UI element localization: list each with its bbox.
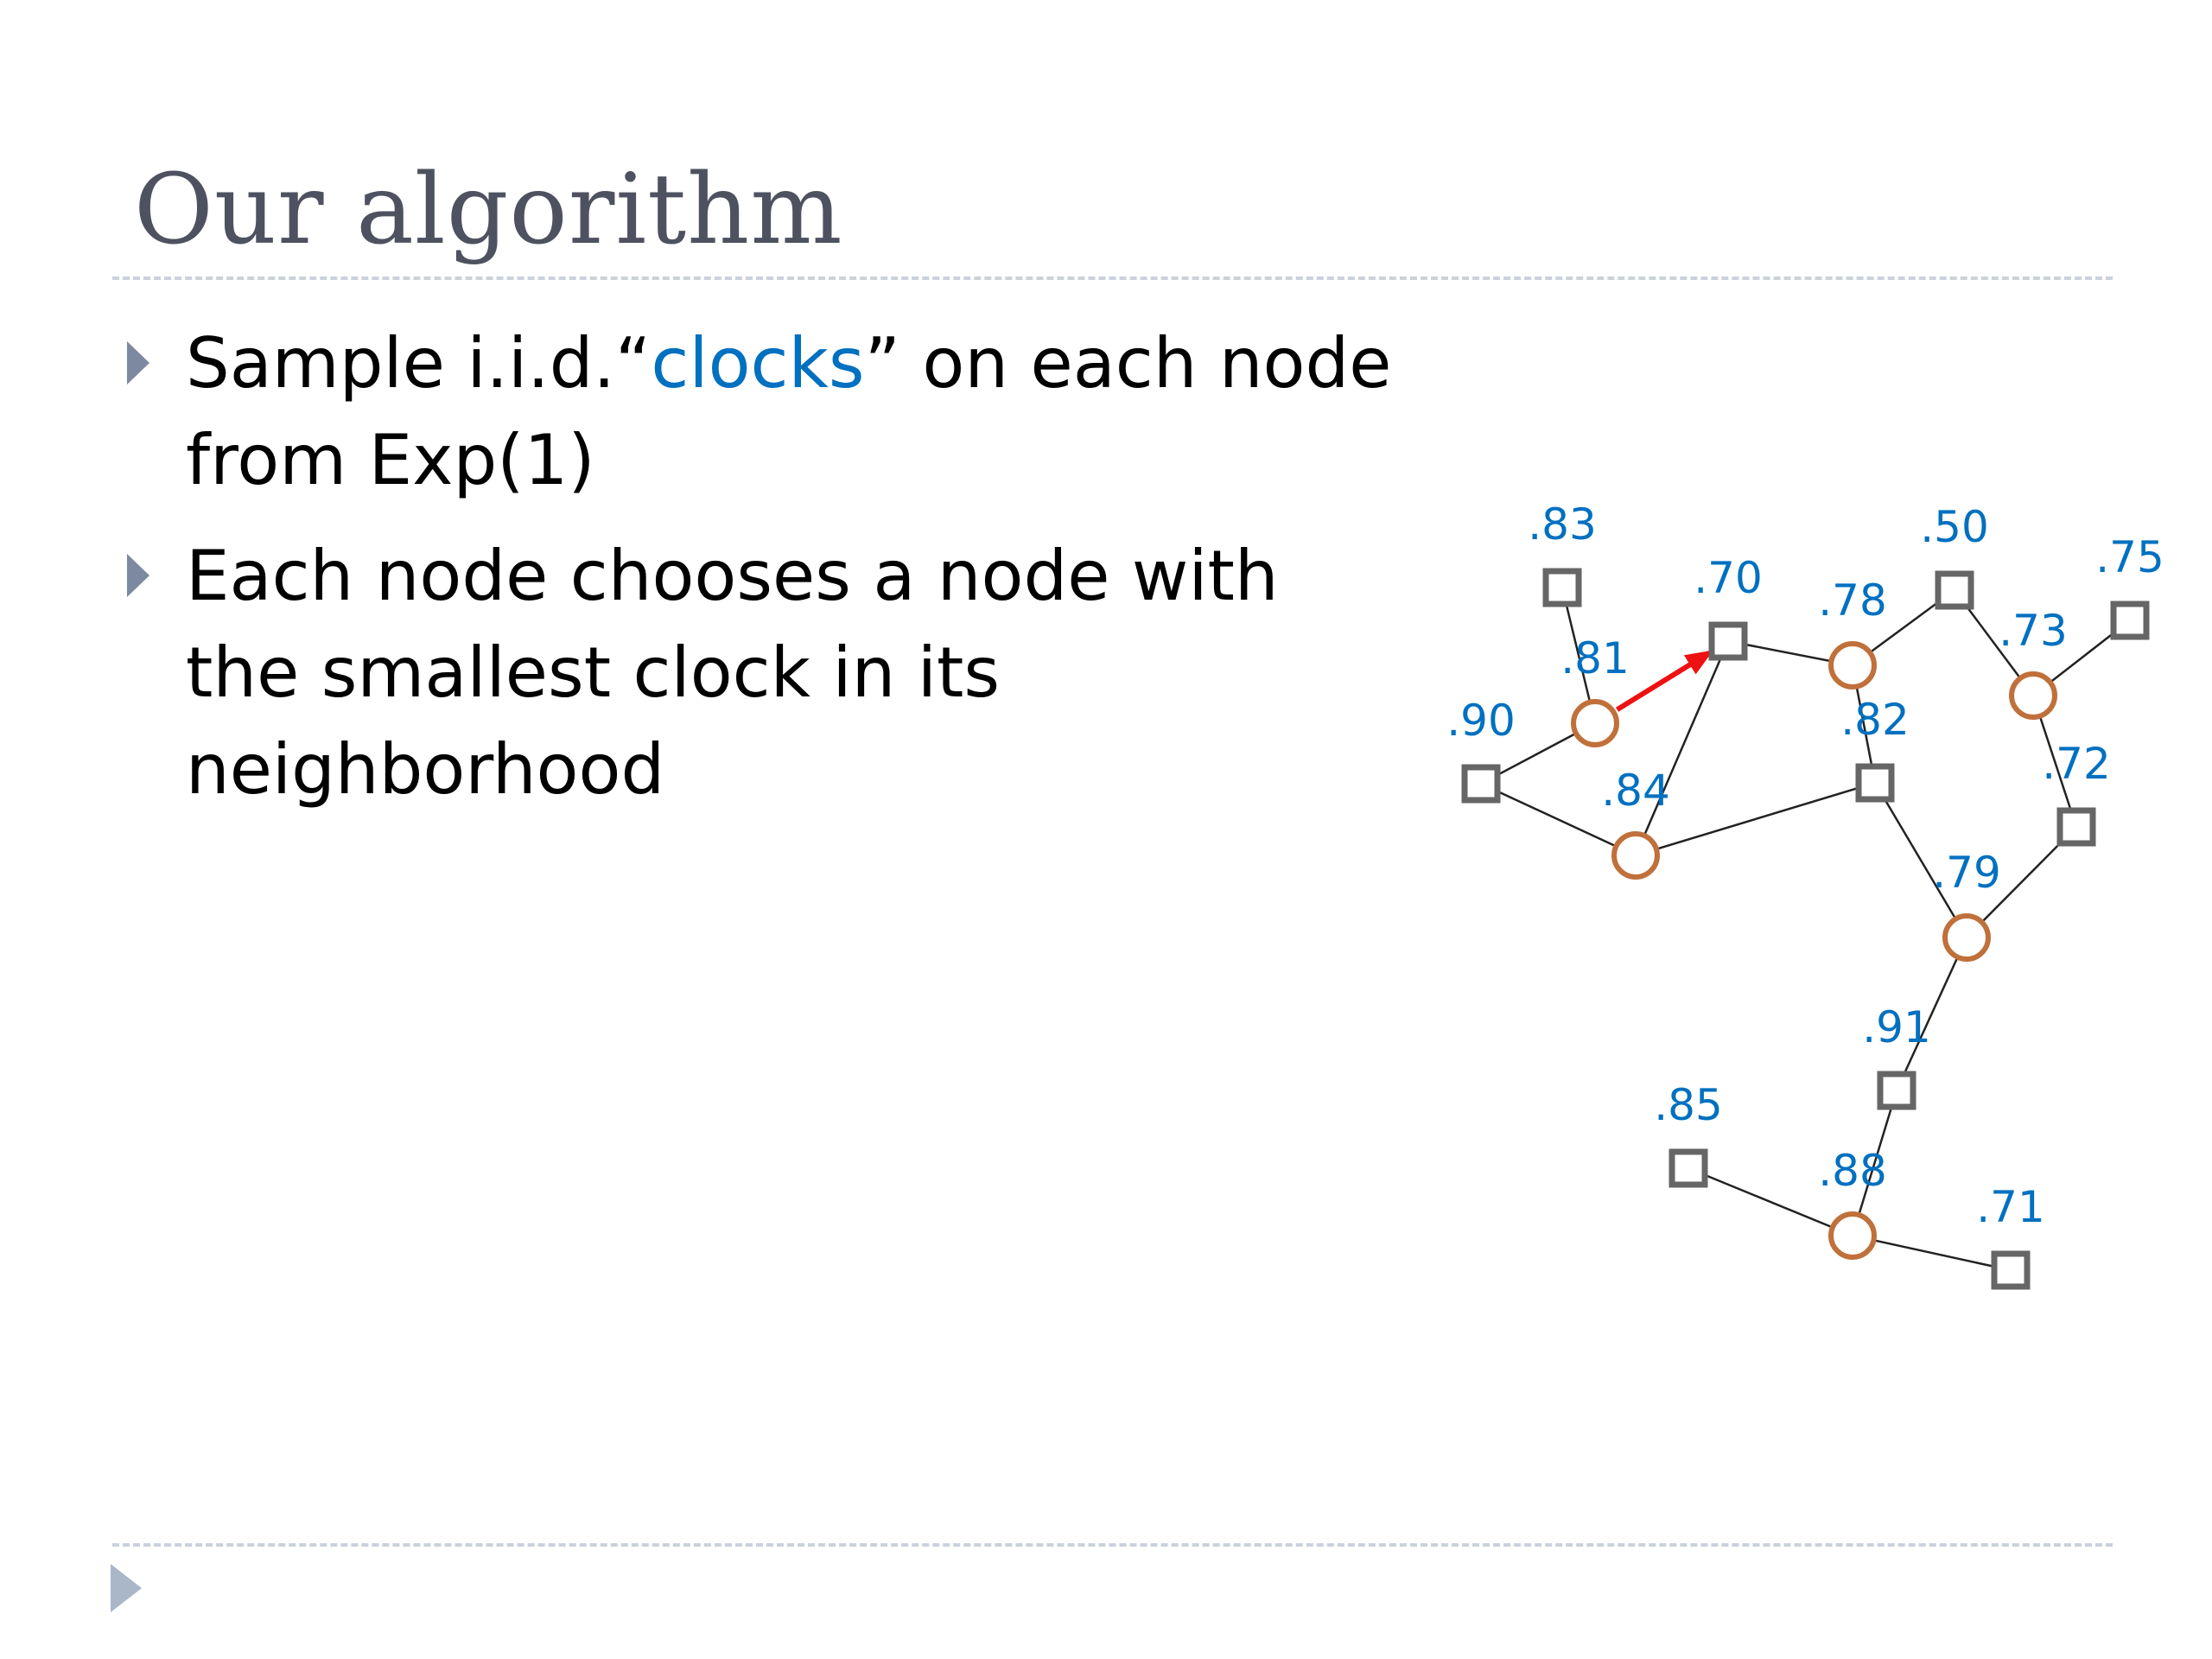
node-label-n84: .84 <box>1601 766 1670 816</box>
square-node-n72 <box>2056 807 2096 847</box>
node-label-n88: .88 <box>1818 1146 1887 1196</box>
circle-node-n73 <box>2009 671 2057 720</box>
slide-nav-arrow-icon[interactable] <box>111 1564 142 1612</box>
square-node-n83 <box>1542 568 1582 607</box>
node-label-n83: .83 <box>1528 499 1597 550</box>
node-label-n72: .72 <box>2042 739 2111 789</box>
edge-n84-n70 <box>1634 640 1730 856</box>
node-label-n75: .75 <box>2095 532 2164 582</box>
circle-node-n78 <box>1828 641 1877 690</box>
footer-divider <box>112 1543 2113 1547</box>
square-node-n71 <box>1991 1250 2031 1290</box>
edge-n84-n82 <box>1635 781 1876 857</box>
bullet-list: Sample i.i.d.“clocks” on each node from … <box>121 315 1400 837</box>
bullet-text-1: Sample i.i.d.“clocks” on each node from … <box>186 315 1400 509</box>
slide-title: Our algorithm <box>134 154 843 266</box>
node-label-n90: .90 <box>1446 696 1516 746</box>
square-node-n70 <box>1708 621 1748 661</box>
node-label-n71: .71 <box>1976 1182 2045 1232</box>
circle-node-n84 <box>1611 831 1660 880</box>
edge-n90-n84 <box>1480 782 1637 857</box>
bullet-text-2: Each node chooses a node with the smalle… <box>186 536 1279 810</box>
edge-n79-n91 <box>1895 937 1968 1091</box>
circle-node-n88 <box>1828 1211 1877 1260</box>
square-node-n91 <box>1877 1071 1916 1110</box>
node-label-n73: .73 <box>1999 606 2068 656</box>
square-node-n75 <box>2110 601 2150 640</box>
edge-n85-n88 <box>1688 1166 1853 1237</box>
node-label-n79: .79 <box>1932 848 2001 898</box>
edges-layer <box>1480 587 2131 1272</box>
node-label-n91: .91 <box>1862 1002 1931 1052</box>
bullet-item-1: Sample i.i.d.“clocks” on each node from … <box>121 315 1400 509</box>
circle-node-n79 <box>1942 913 1991 962</box>
bullet-triangle-icon <box>127 554 149 597</box>
bullet-item-2: Each node chooses a node with the smalle… <box>121 528 1400 818</box>
node-label-n81: .81 <box>1560 633 1630 683</box>
nodes-layer <box>1461 568 2150 1290</box>
arrows-layer <box>1615 650 1713 712</box>
edge-n82-n79 <box>1873 782 1968 938</box>
node-label-n78: .78 <box>1818 575 1887 626</box>
square-node-n90 <box>1461 764 1501 804</box>
node-label-n82: .82 <box>1840 695 1910 745</box>
labels-layer: .83 .70 .78 .50 .75 .81 .73 .90 .82 .72 .84 .79 .91.… <box>1446 499 2164 1232</box>
node-label-n50: .50 <box>1920 502 1989 552</box>
bullet-triangle-icon <box>127 341 149 385</box>
square-node-n85 <box>1669 1148 1708 1188</box>
title-divider <box>112 276 2113 280</box>
edge-n91-n88 <box>1851 1090 1898 1236</box>
edge-n88-n71 <box>1852 1234 2012 1272</box>
node-label-n70: .70 <box>1694 553 1763 603</box>
square-node-n50 <box>1935 570 1974 610</box>
arrowhead-n81-n70 <box>1683 650 1713 675</box>
circle-node-n81 <box>1571 699 1619 747</box>
square-node-n82 <box>1855 763 1895 803</box>
node-label-n85: .85 <box>1654 1080 1723 1130</box>
bullet-text-1-after: ” on each node from Exp(1) <box>186 323 1392 500</box>
clocks-highlight: clocks <box>651 323 865 404</box>
bullet-text-1-before: Sample i.i.d.“ <box>186 323 652 404</box>
